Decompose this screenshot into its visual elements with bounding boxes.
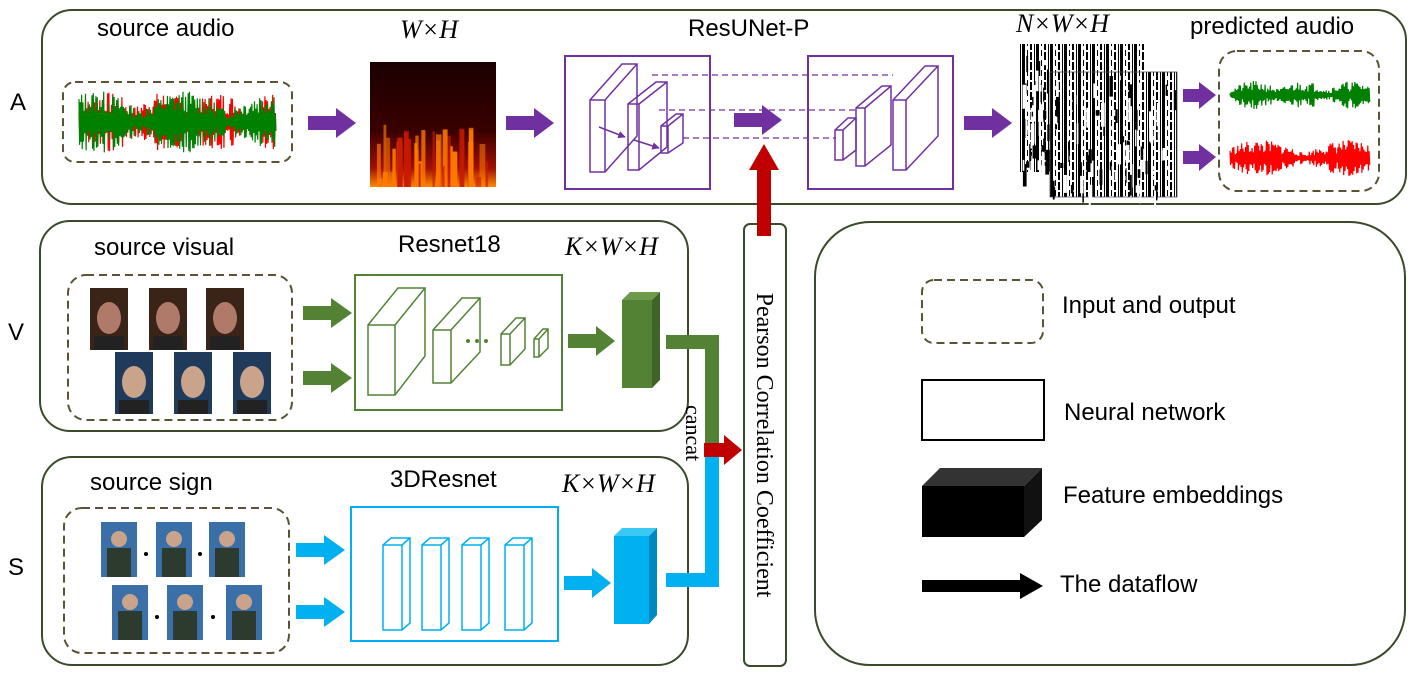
sign-feature-dims-label: K×W×H (561, 469, 656, 498)
legend-label: Feature embeddings (1063, 482, 1283, 509)
legend-item-feature-embeddings: Feature embeddings (922, 468, 1283, 537)
arrow-audio-to-spectrogram (308, 108, 356, 138)
legend-panel (814, 221, 1406, 666)
skip-connections (652, 74, 893, 139)
predicted-masks (1018, 44, 1178, 213)
row-letter-a: A (10, 89, 26, 116)
sign-concat-line (666, 450, 719, 587)
visual-panel (39, 220, 689, 432)
legend-label: Neural network (1064, 399, 1226, 426)
legend-arrow-icon (922, 573, 1043, 599)
legend-label: Input and output (1062, 292, 1236, 319)
arrow-resnet18-to-feature (568, 326, 615, 356)
arrow-resunet-to-masks (964, 108, 1012, 138)
mask-dims-label: N×W×H (1015, 9, 1110, 38)
legend-label: The dataflow (1060, 571, 1198, 598)
sign-feature-embedding (614, 528, 657, 624)
legend-solid-box-icon (921, 379, 1045, 441)
arrow-masks-to-audio-1 (1183, 82, 1216, 109)
arrow-bottleneck (734, 105, 782, 135)
source-sign-box (63, 507, 290, 654)
resnet18-network (354, 274, 563, 411)
face-frames (90, 288, 271, 414)
3dresnet-label: 3DResnet (390, 466, 497, 493)
legend-item-dataflow: The dataflow (922, 571, 1198, 599)
spectrogram-dims-label: W×H (400, 15, 459, 44)
3dresnet-network (350, 506, 559, 642)
arrow-spectrogram-to-resunet (506, 108, 554, 138)
resunet-decoder (807, 55, 954, 190)
predicted-audio-label: predicted audio (1190, 13, 1354, 40)
source-sign-label: source sign (90, 469, 213, 496)
source-visual-box (67, 274, 293, 421)
concat-arrow (704, 435, 742, 465)
visual-concat-line (666, 335, 719, 450)
pearson-correlation-label: Pearson Correlation Coefficient (751, 293, 777, 598)
sign-frames (101, 522, 262, 640)
spectrogram (370, 62, 496, 187)
resunet-label: ResUNet-P (688, 15, 809, 42)
predicted-audio-box (1218, 50, 1380, 192)
legend-item-input-output: Input and output (921, 279, 1236, 344)
row-letter-s: S (8, 554, 24, 581)
correlation-to-resunet-arrow (749, 144, 779, 236)
arrow-sign-1 (296, 535, 345, 565)
visual-feature-dims-label: K×W×H (564, 232, 659, 261)
source-visual-label: source visual (94, 234, 234, 261)
source-audio-waveform (78, 91, 277, 153)
concat-label: cancat (681, 405, 706, 461)
visual-feature-embedding (622, 292, 660, 388)
arrow-visual-1 (303, 298, 352, 328)
audio-panel (41, 9, 1407, 205)
arrow-3dresnet-to-feature (564, 568, 611, 598)
legend-item-neural-network: Neural network (921, 379, 1226, 441)
legend-cuboid-icon (922, 468, 1042, 537)
arrow-sign-2 (296, 597, 345, 627)
source-audio-box (62, 81, 293, 163)
predicted-audio-waveforms (1229, 80, 1371, 176)
arrow-visual-2 (303, 363, 352, 393)
resnet18-label: Resnet18 (398, 231, 501, 258)
source-audio-label: source audio (97, 15, 234, 42)
arrow-masks-to-audio-2 (1183, 144, 1216, 171)
sign-panel (41, 456, 689, 666)
row-letter-v: V (8, 319, 24, 346)
legend-dashed-box-icon (921, 279, 1044, 344)
resunet-encoder (564, 55, 711, 190)
